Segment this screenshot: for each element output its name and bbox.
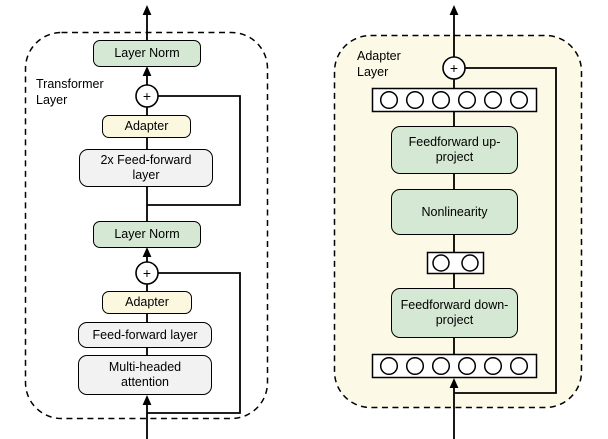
plus-icon: + (143, 88, 151, 104)
left-skip-connection-upper (147, 95, 241, 206)
layer-norm-box-top: Layer Norm (93, 40, 201, 67)
feature-dot (379, 90, 399, 110)
feature-dot (483, 356, 503, 376)
feature-vector-row-bottom (371, 353, 538, 379)
feature-dot (431, 356, 451, 376)
arrow-up-icon (142, 395, 152, 405)
nonlinearity-box: Nonlinearity (391, 189, 518, 235)
arrow-up-icon (449, 5, 459, 15)
feature-dot (379, 356, 399, 376)
feature-dot (457, 356, 477, 376)
feature-dot (432, 254, 450, 272)
feature-dot (483, 90, 503, 110)
arrow-up-icon (142, 66, 152, 76)
feedforward-up-project-box: Feedforward up-project (391, 126, 518, 174)
feature-dot (431, 90, 451, 110)
feedforward-box: Feed-forward layer (78, 322, 212, 348)
feature-dot (509, 90, 529, 110)
layer-norm-box-bottom: Layer Norm (93, 221, 201, 248)
feedforward-2x-box: 2x Feed-forward layer (79, 149, 213, 187)
add-node-right: + (442, 56, 466, 80)
arrow-up-icon (142, 5, 152, 15)
adapter-layer-label: Adapter Layer (357, 49, 401, 79)
feature-dot (405, 90, 425, 110)
plus-icon: + (450, 60, 458, 76)
feature-dot (405, 356, 425, 376)
feature-dot (461, 254, 479, 272)
right-skip-connection (454, 67, 557, 394)
left-skip-connection-lower (147, 272, 241, 414)
add-node-left-top: + (135, 84, 159, 108)
feature-dot (509, 356, 529, 376)
arrow-up-icon (449, 378, 459, 388)
transformer-layer-label: Transformer Layer (36, 77, 104, 107)
adapter-box-bottom: Adapter (102, 291, 192, 314)
adapter-box-top: Adapter (102, 115, 191, 138)
feature-vector-row-top (371, 87, 538, 113)
feedforward-down-project-box: Feedforward down-project (391, 288, 518, 338)
plus-icon: + (143, 265, 151, 281)
arrow-up-icon (142, 247, 152, 257)
add-node-left-bottom: + (135, 261, 159, 285)
bottleneck-vector-row (426, 251, 485, 275)
feature-dot (457, 90, 477, 110)
multi-head-attention-box: Multi-headed attention (78, 355, 212, 395)
